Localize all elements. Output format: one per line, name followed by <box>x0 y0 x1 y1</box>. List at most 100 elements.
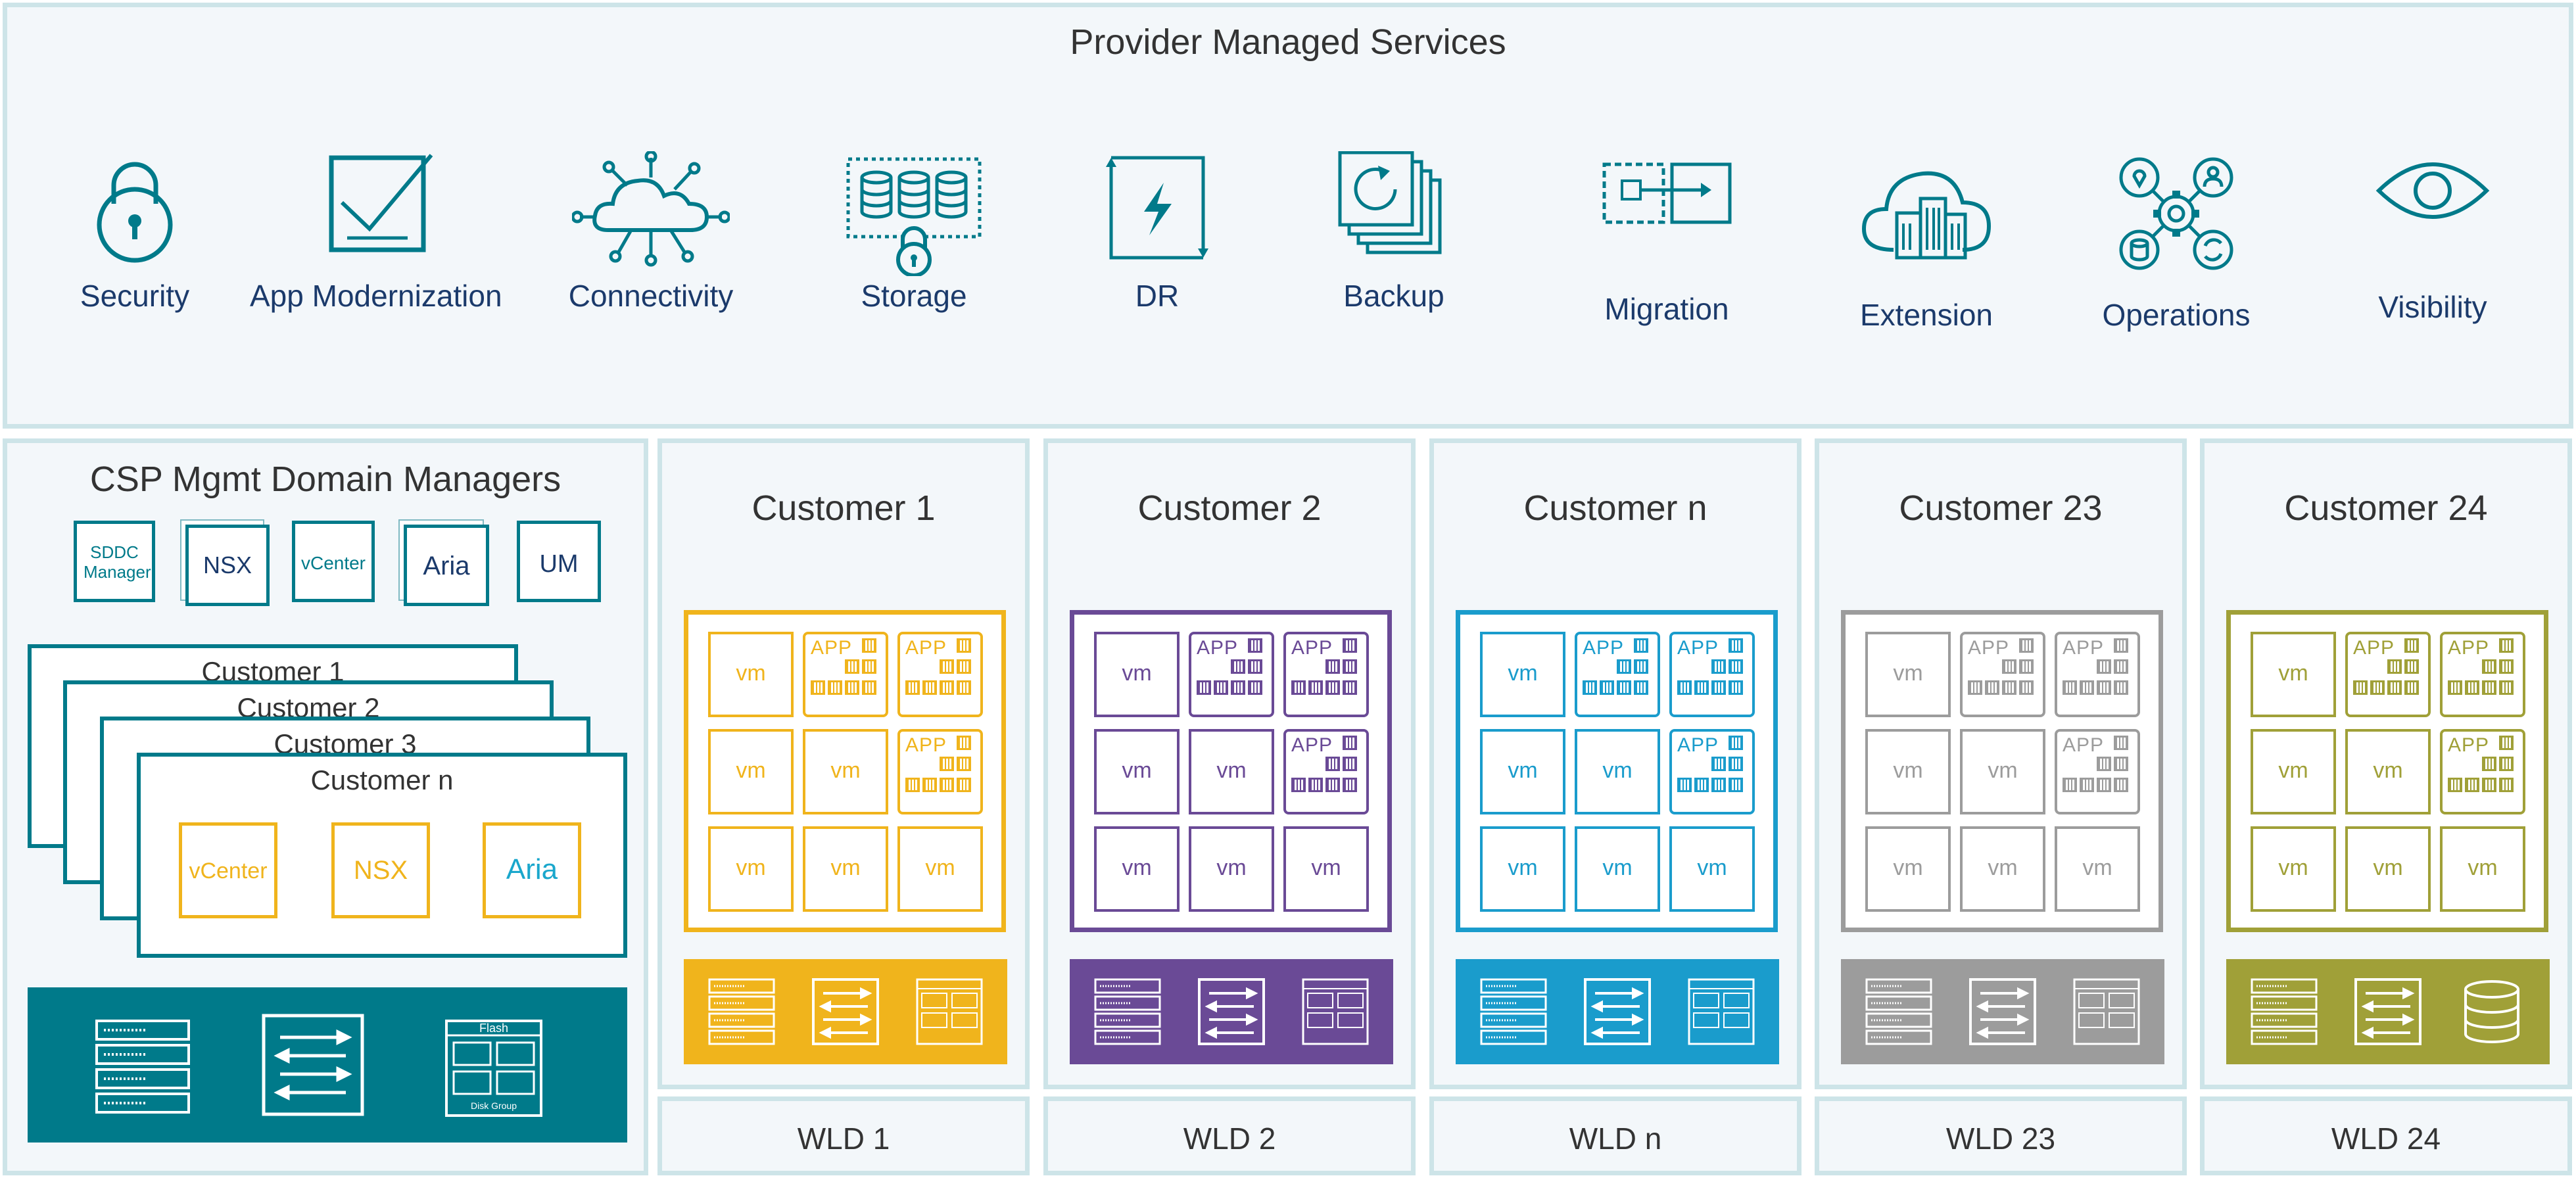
lock-icon <box>97 162 173 263</box>
network-switch-icon <box>262 1014 364 1116</box>
vm-label: vm <box>1893 758 1923 783</box>
app-block <box>845 680 859 695</box>
hardware-bar <box>1456 959 1779 1064</box>
app-cell: APP <box>2055 632 2140 717</box>
customer-title: Customer 23 <box>1899 488 2103 528</box>
cloud-building-icon <box>1861 171 1992 260</box>
vm-cell: vm <box>708 729 794 814</box>
service-label: DR <box>1135 279 1180 313</box>
manager-label: UM <box>539 550 579 578</box>
storage-lock-icon <box>846 157 982 276</box>
vm-cell: vm <box>2251 826 2336 912</box>
app-block <box>905 778 920 792</box>
app-block <box>957 736 971 750</box>
app-block <box>2114 659 2128 674</box>
app-block <box>2353 680 2368 695</box>
vm-label: vm <box>1602 855 1633 880</box>
customer-title: Customer 1 <box>751 488 936 528</box>
app-block <box>957 638 971 653</box>
app-cell: APP <box>1189 632 1274 717</box>
app-block <box>2097 778 2111 792</box>
app-block <box>922 778 937 792</box>
vm-cell: vm <box>1865 729 1951 814</box>
vm-label: vm <box>1508 758 1538 783</box>
vm-label: vm <box>1508 855 1538 880</box>
vm-label: vm <box>2082 855 2112 880</box>
app-block <box>811 680 825 695</box>
mgmt-domain-title: CSP Mgmt Domain Managers <box>89 459 561 499</box>
vm-cell: vm <box>2345 729 2431 814</box>
service-label: Backup <box>1343 279 1444 313</box>
app-block <box>1729 680 1743 695</box>
vm-cell: vm <box>2345 826 2431 912</box>
app-block <box>940 757 954 771</box>
manager-aria: Aria <box>404 525 489 606</box>
app-block <box>2499 680 2514 695</box>
vm-label: vm <box>2278 855 2308 880</box>
service-storage: Storage <box>789 151 1039 368</box>
app-block <box>1308 680 1323 695</box>
app-block <box>905 680 920 695</box>
server-rack-icon <box>2251 978 2318 1045</box>
vm-label: vm <box>2468 855 2498 880</box>
app-block <box>1694 778 1709 792</box>
vm-cell: vm <box>1865 632 1951 717</box>
app-block <box>2097 680 2111 695</box>
vm-cell: vm <box>1960 826 2045 912</box>
service-label: App Modernization <box>250 279 502 313</box>
app-block <box>2404 638 2419 653</box>
manager-label: vCenter <box>300 553 366 573</box>
customer-title: Customer 24 <box>2284 488 2488 528</box>
service-operations: Operations <box>2051 151 2301 368</box>
vm-label: vm <box>736 855 766 880</box>
vm-cell: vm <box>1480 826 1565 912</box>
app-block <box>2465 778 2479 792</box>
service-visibility: Visibility <box>2308 151 2558 368</box>
service-connectivity: Connectivity <box>526 151 776 368</box>
vm-cell: vm <box>1865 826 1951 912</box>
vm-label: vm <box>1508 661 1538 686</box>
server-rack-icon <box>708 978 775 1045</box>
app-label: APP <box>1291 637 1333 659</box>
app-block <box>2019 680 2034 695</box>
vm-label: vm <box>1216 855 1247 880</box>
app-block <box>957 680 971 695</box>
provider-services-title: Provider Managed Services <box>1070 22 1506 62</box>
vm-label: vm <box>830 855 861 880</box>
app-block <box>1711 680 1726 695</box>
app-cell: APP <box>1575 632 1660 717</box>
wld-label: WLD n <box>1569 1121 1662 1156</box>
manager-vcenter: vCenter <box>292 521 375 602</box>
network-switch-icon <box>1198 978 1265 1045</box>
app-cell: APP <box>1669 632 1755 717</box>
app-block <box>922 680 937 695</box>
vm-label: vm <box>1988 758 2018 783</box>
vm-cell: vm <box>708 632 794 717</box>
app-block <box>2097 757 2111 771</box>
server-rack-icon <box>1480 978 1547 1045</box>
vm-cell: vm <box>708 826 794 912</box>
app-label: APP <box>811 637 853 659</box>
app-block <box>2114 778 2128 792</box>
flash-disk-group-icon <box>445 1020 542 1117</box>
network-switch-icon <box>812 978 879 1045</box>
vm-cell: vm <box>1669 826 1755 912</box>
app-block <box>1729 778 1743 792</box>
service-app-modernization: App Modernization <box>250 151 502 368</box>
app-block <box>2482 757 2496 771</box>
vm-cell: vm <box>803 826 888 912</box>
hardware-bar <box>684 959 1007 1064</box>
vm-label: vm <box>2278 661 2308 686</box>
app-block <box>1343 736 1357 750</box>
app-block <box>1617 659 1631 674</box>
app-block <box>1231 659 1245 674</box>
app-block <box>1325 680 1340 695</box>
app-block <box>2002 680 2016 695</box>
customer-nsx-tile: NSX <box>331 822 430 918</box>
customer-title: Customer n <box>1523 488 1707 528</box>
